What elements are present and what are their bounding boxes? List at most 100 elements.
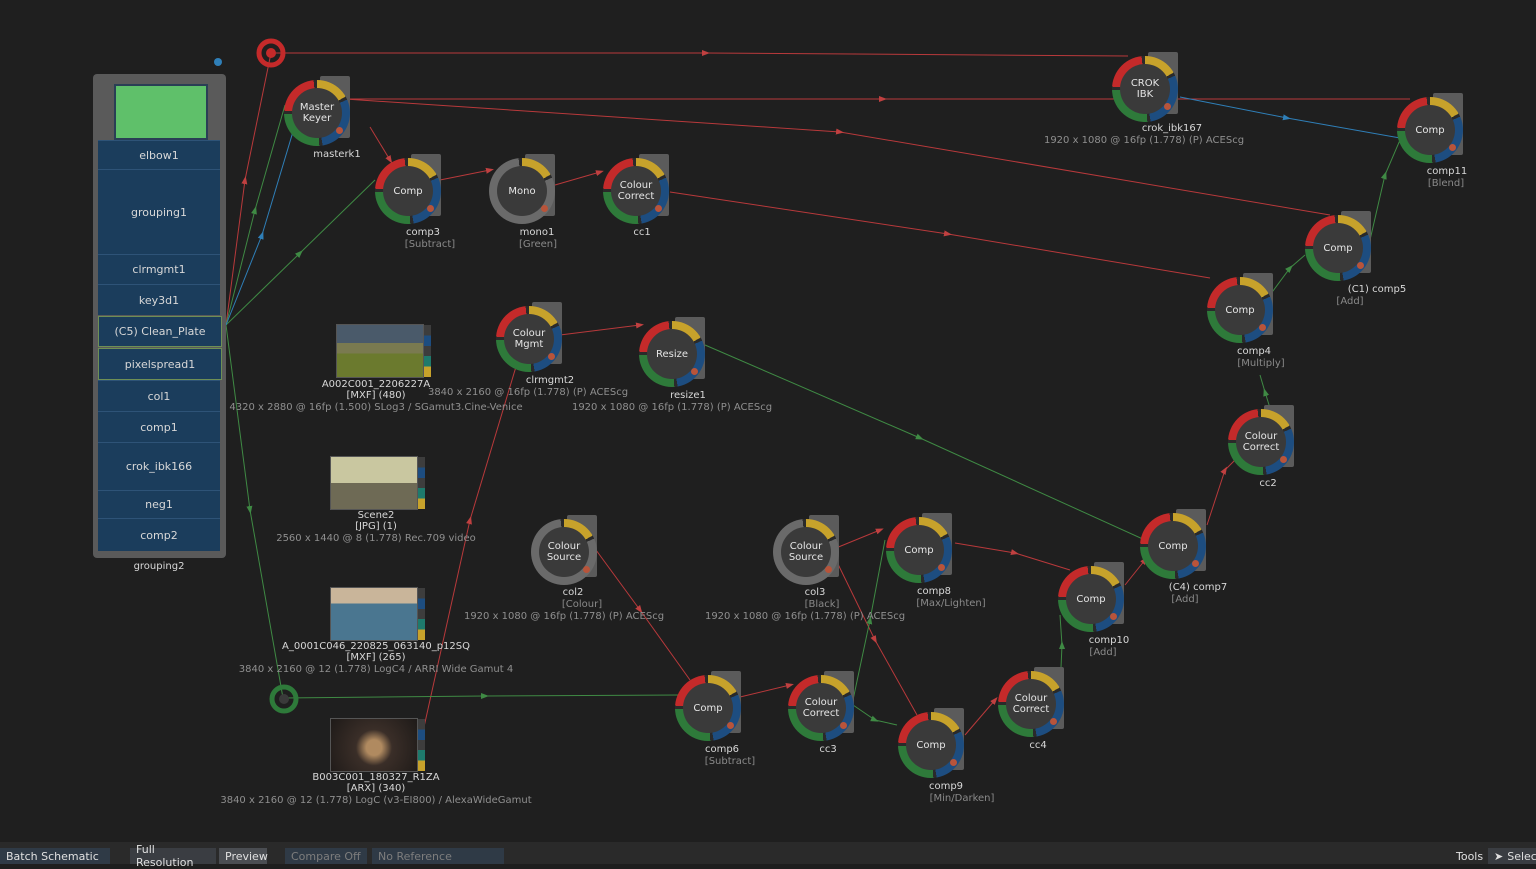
- group-node-grouping2[interactable]: elbow1 grouping1 clrmgmt1 key3d1 (C5) Cl…: [93, 74, 226, 558]
- node-status-dot: [1280, 456, 1287, 463]
- clip-thumbnail-b003[interactable]: [330, 718, 425, 772]
- clrmgmt2-node[interactable]: Colour Mgmt: [496, 300, 566, 372]
- col3-node[interactable]: Colour Source: [773, 513, 843, 585]
- group-row[interactable]: col1: [98, 380, 220, 411]
- group-row[interactable]: key3d1: [98, 284, 220, 315]
- batch-schematic-tab[interactable]: Batch Schematic: [0, 848, 110, 864]
- node-status-dot: [1050, 718, 1057, 725]
- group-row[interactable]: comp1: [98, 411, 220, 442]
- node-sub: [Subtract]: [404, 239, 456, 250]
- node-title: Comp: [683, 683, 733, 733]
- cc1-node[interactable]: Colour Correct: [603, 152, 673, 224]
- resize1-node[interactable]: Resize: [639, 315, 709, 387]
- group-row[interactable]: elbow1: [98, 140, 220, 169]
- clip-name: A002C001_2206227A: [321, 379, 431, 390]
- node-sub: [Add]: [1171, 594, 1199, 605]
- node-sub: [Add]: [1089, 647, 1117, 658]
- comp5-node[interactable]: Comp: [1305, 209, 1375, 281]
- node-sub: [Subtract]: [704, 756, 756, 767]
- group-row[interactable]: comp2: [98, 518, 220, 551]
- compare-dropdown[interactable]: Compare Off: [285, 848, 367, 864]
- node-title: Comp: [1215, 285, 1265, 335]
- node-status-dot: [541, 205, 548, 212]
- node-label: col3: [804, 587, 826, 598]
- full-resolution-button[interactable]: Full Resolution: [130, 843, 216, 869]
- clip-info: 4320 x 2880 @ 16fp (1.500) SLog3 / SGamu…: [229, 402, 523, 413]
- node-title: Colour Mgmt: [504, 314, 554, 364]
- cc2-node[interactable]: Colour Correct: [1228, 403, 1298, 475]
- node-label: col2: [562, 587, 584, 598]
- node-label: mono1: [519, 227, 555, 238]
- group-row[interactable]: crok_ibk166: [98, 442, 220, 490]
- node-title: Colour Correct: [796, 683, 846, 733]
- node-label: comp6: [704, 744, 740, 755]
- node-label: (C1) comp5: [1347, 284, 1407, 295]
- node-title: Comp: [1405, 105, 1455, 155]
- clip-name: A_0001C046_220825_063140_p12SQ: [282, 641, 470, 652]
- node-title: Comp: [1066, 574, 1116, 624]
- node-title: Comp: [1313, 223, 1363, 273]
- node-status-dot: [1192, 560, 1199, 567]
- node-label: cc1: [633, 227, 651, 238]
- clip-format: [JPG] (1): [355, 521, 397, 532]
- master-keyer-node[interactable]: Master Keyer: [284, 74, 354, 146]
- pointer-icon: ➤: [1494, 849, 1504, 863]
- clip-format: [MXF] (480): [346, 390, 406, 401]
- cc3-node[interactable]: Colour Correct: [788, 669, 858, 741]
- connection-wires: [214, 38, 1410, 746]
- node-status-dot: [1259, 324, 1266, 331]
- reference-dropdown[interactable]: No Reference: [372, 848, 504, 864]
- node-title: Colour Correct: [1006, 679, 1056, 729]
- clip-name: Scene2: [357, 510, 395, 521]
- node-sub: [Colour]: [561, 599, 603, 610]
- node-status-dot: [583, 566, 590, 573]
- comp6-node[interactable]: Comp: [675, 669, 745, 741]
- node-label: cc4: [1029, 740, 1047, 751]
- clip-info: 2560 x 1440 @ 8 (1.778) Rec.709 video: [276, 533, 476, 544]
- group-row[interactable]: neg1: [98, 490, 220, 518]
- node-status-dot: [950, 759, 957, 766]
- comp10-node[interactable]: Comp: [1058, 560, 1128, 632]
- node-title: Colour Source: [781, 527, 831, 577]
- comp3-node[interactable]: Comp: [375, 152, 445, 224]
- batch-schematic-canvas[interactable]: elbow1 grouping1 clrmgmt1 key3d1 (C5) Cl…: [0, 0, 1536, 842]
- comp4-node[interactable]: Comp: [1207, 271, 1277, 343]
- node-sub: [Green]: [518, 239, 558, 250]
- group-row[interactable]: pixelspread1: [98, 348, 222, 380]
- node-sub: [Max/Lighten]: [916, 598, 986, 609]
- mono1-node[interactable]: Mono: [489, 152, 559, 224]
- node-status-dot: [655, 205, 662, 212]
- node-sub: [Black]: [804, 599, 840, 610]
- node-label: comp8: [916, 586, 952, 597]
- node-title: Resize: [647, 329, 697, 379]
- clip-thumbnail-a0001[interactable]: [330, 587, 425, 641]
- clip-thumbnail-a002[interactable]: [336, 324, 431, 378]
- node-status-dot: [427, 205, 434, 212]
- select-label: Selec: [1507, 849, 1536, 863]
- comp11-node[interactable]: Comp: [1397, 91, 1467, 163]
- group-preview-image: [114, 84, 208, 140]
- preview-button[interactable]: Preview: [219, 848, 268, 864]
- comp8-node[interactable]: Comp: [886, 511, 956, 583]
- node-status-dot: [1164, 103, 1171, 110]
- crok-ibk-node[interactable]: CROK IBK: [1112, 50, 1182, 122]
- node-label: comp3: [405, 227, 441, 238]
- node-info: 1920 x 1080 @ 16fp (1.778) (P) ACEScg: [1043, 135, 1245, 146]
- group-label: grouping2: [133, 561, 185, 572]
- node-info: 1920 x 1080 @ 16fp (1.778) (P) ACEScg: [571, 402, 773, 413]
- select-tool-button[interactable]: ➤ Selec: [1488, 848, 1536, 864]
- node-info: 1920 x 1080 @ 16fp (1.778) (P) ACEScg: [463, 611, 665, 622]
- node-status-dot: [548, 353, 555, 360]
- group-row[interactable]: (C5) Clean_Plate: [98, 316, 222, 347]
- clip-thumbnail-scene2[interactable]: [330, 456, 425, 510]
- col2-node[interactable]: Colour Source: [531, 513, 601, 585]
- node-title: Colour Correct: [1236, 417, 1286, 467]
- group-row[interactable]: grouping1: [98, 169, 220, 254]
- cc4-node[interactable]: Colour Correct: [998, 665, 1068, 737]
- comp7-node[interactable]: Comp: [1140, 507, 1210, 579]
- comp9-node[interactable]: Comp: [898, 706, 968, 778]
- tools-button[interactable]: Tools: [1456, 849, 1484, 863]
- node-label: cc3: [819, 744, 837, 755]
- group-row[interactable]: clrmgmt1: [98, 254, 220, 284]
- node-title: Colour Correct: [611, 166, 661, 216]
